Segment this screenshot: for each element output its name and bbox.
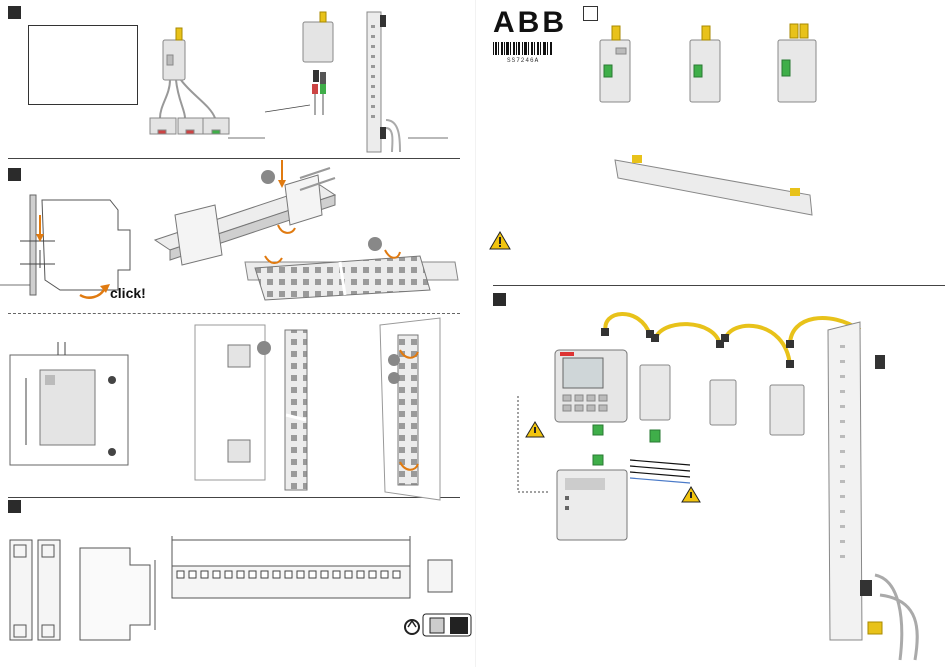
- sensor-blocks: [150, 118, 229, 134]
- din-rail-mount-side: [0, 195, 130, 298]
- cable-plugs: [601, 328, 794, 368]
- product-module-3: [778, 24, 816, 102]
- cable-connectors: [312, 70, 326, 115]
- product-sensor-strip: [615, 155, 812, 215]
- wall-mount-module: [10, 342, 128, 465]
- din-module-tiny: [303, 12, 333, 62]
- meter-unit: [557, 470, 627, 540]
- display-unit: [555, 350, 627, 422]
- strip-on-din-rail: [245, 237, 458, 300]
- warning-icon: [682, 487, 700, 502]
- product-module-2: [690, 26, 720, 102]
- warning-icon: [526, 422, 544, 437]
- dimension-drawings: [10, 536, 452, 640]
- wall-mount-strip-rotated: [380, 318, 440, 500]
- din-module-small: [163, 28, 185, 80]
- din-rail-mount-3d: [155, 160, 335, 265]
- wiring-modules: [640, 365, 804, 435]
- recycle-icon: [405, 620, 419, 634]
- sensor-strip-vertical: [367, 12, 400, 152]
- green-connectors: [593, 425, 660, 465]
- tall-sensor-strip: [828, 322, 917, 660]
- warning-icon: [490, 232, 510, 249]
- barcode-icon: [493, 42, 553, 55]
- bus-wires: [630, 460, 690, 483]
- yellow-cables: [605, 314, 860, 365]
- bin-icon: [423, 614, 471, 636]
- product-module-1: [600, 26, 630, 102]
- wall-mount-strip: [195, 325, 307, 490]
